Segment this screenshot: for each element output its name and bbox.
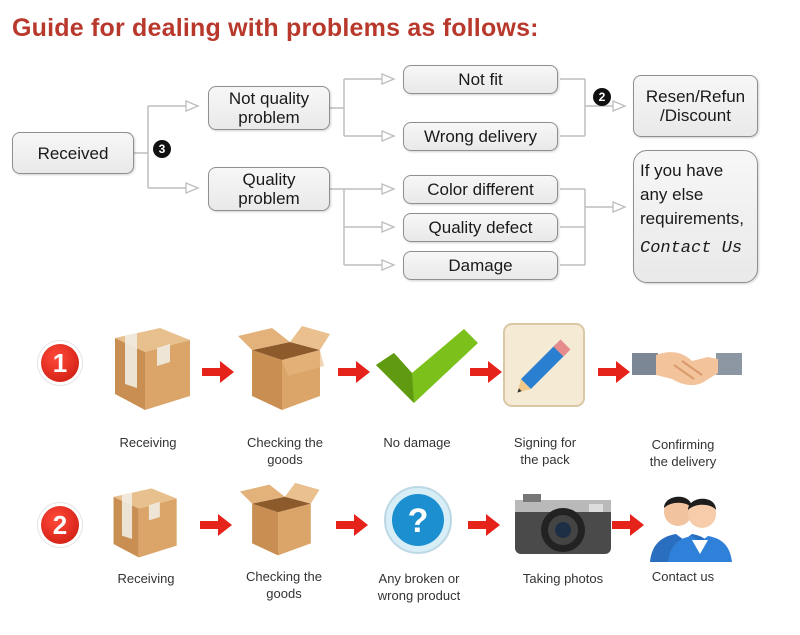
- step-badge-2: 2: [593, 88, 611, 106]
- resend-label: Resen/Refun /Discount: [645, 87, 746, 125]
- row2-arrow-2: [336, 514, 368, 536]
- row1-caption-3: No damage: [383, 435, 451, 450]
- wrong-delivery-box: Wrong delivery: [403, 122, 558, 151]
- row1-number: 1: [41, 344, 79, 382]
- not-quality-problem-box: Not quality problem: [208, 86, 330, 130]
- row1-arrow-2: [338, 361, 370, 383]
- pencil-icon: [503, 323, 585, 407]
- question-icon: ?: [384, 486, 452, 554]
- row2-caption-2: Checking the goods: [246, 569, 322, 601]
- color-different-label: Color different: [427, 180, 534, 199]
- resend-refund-box: Resen/Refun /Discount: [633, 75, 758, 137]
- svg-text:?: ?: [408, 502, 429, 540]
- row2-number: 2: [41, 506, 79, 544]
- row1-caption-5: Confirming the delivery: [649, 437, 717, 469]
- received-label: Received: [37, 143, 109, 163]
- handshake-icon: [632, 352, 742, 386]
- step-badge-3: 3: [153, 140, 171, 158]
- row2-caption-4: Taking photos: [522, 571, 604, 586]
- row1-arrow-4: [598, 361, 630, 383]
- box-icon: [113, 488, 177, 558]
- not-fit-label: Not fit: [458, 70, 503, 89]
- row2-arrow-1: [200, 514, 232, 536]
- row1-caption-4: Signing for the pack: [513, 435, 577, 467]
- row1-caption-2: Checking the goods: [247, 435, 323, 467]
- row2-caption-5: Contact us: [651, 569, 715, 584]
- open-box-icon: [240, 482, 320, 556]
- quality-defect-box: Quality defect: [403, 213, 558, 242]
- row2-caption-1: Receiving: [117, 571, 175, 586]
- row2-arrow-3: [468, 514, 500, 536]
- other-requirements-box: If you have any else requirements, Conta…: [633, 150, 758, 283]
- quality-defect-label: Quality defect: [428, 218, 533, 237]
- camera-icon: [515, 494, 611, 554]
- received-box: Received: [12, 132, 134, 174]
- not-quality-label: Not quality problem: [228, 89, 310, 127]
- row1-arrow-1: [202, 361, 234, 383]
- checkmark-icon: [376, 329, 478, 403]
- flow-connectors: [134, 73, 627, 271]
- wrong-delivery-label: Wrong delivery: [423, 127, 538, 146]
- not-fit-box: Not fit: [403, 65, 558, 94]
- page-title: Guide for dealing with problems as follo…: [12, 14, 539, 42]
- row1-caption-1: Receiving: [119, 435, 177, 450]
- quality-problem-box: Quality problem: [208, 167, 330, 211]
- other-requirements-label: If you have any else requirements,: [640, 161, 744, 228]
- open-box-icon: [238, 326, 330, 410]
- damage-box: Damage: [403, 251, 558, 280]
- color-different-box: Color different: [403, 175, 558, 204]
- row2-caption-3: Any broken or wrong product: [377, 571, 461, 603]
- row2-arrow-4: [612, 514, 644, 536]
- support-agents-icon: [650, 496, 732, 562]
- contact-us-label: Contact Us: [640, 239, 743, 258]
- quality-label: Quality problem: [238, 170, 300, 208]
- box-icon: [115, 328, 190, 410]
- row1-arrow-3: [470, 361, 502, 383]
- damage-label: Damage: [448, 256, 513, 275]
